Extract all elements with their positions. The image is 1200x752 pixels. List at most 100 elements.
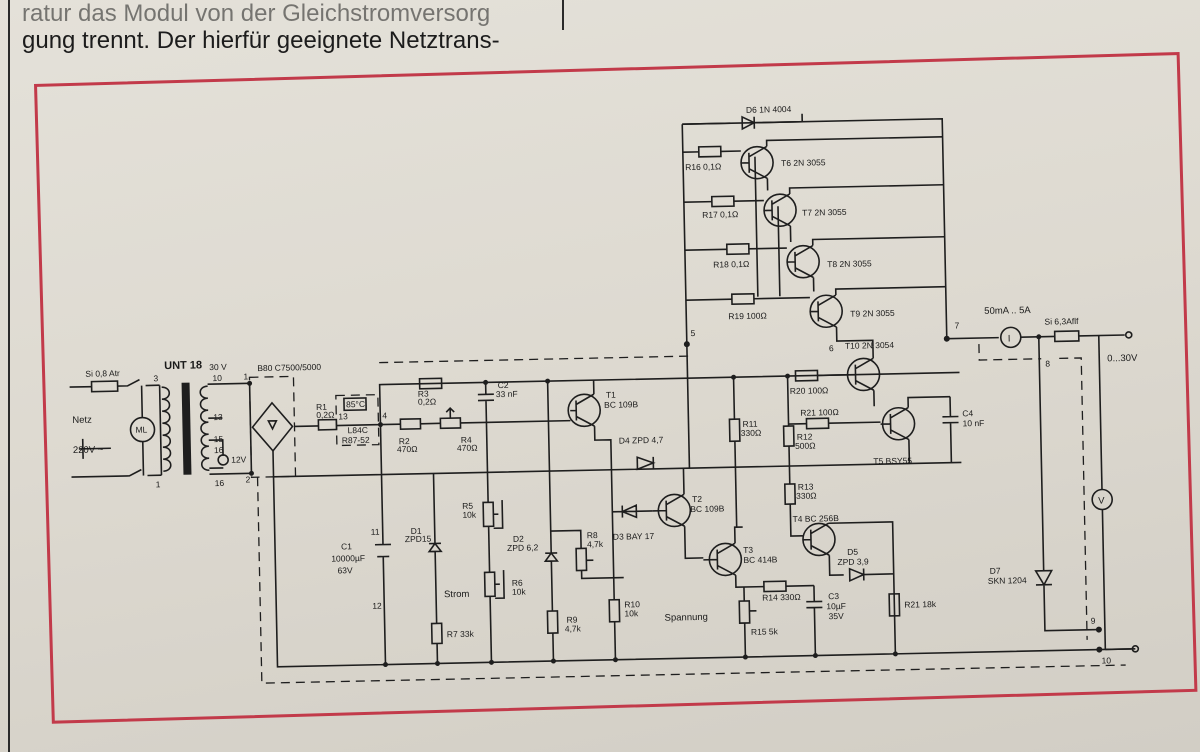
pin-10: 10 xyxy=(212,373,222,383)
node-9: 9 xyxy=(1091,616,1096,626)
thermal-name: L84C xyxy=(347,425,368,435)
t5-label: T5 BSY55 xyxy=(873,455,912,466)
r9-body xyxy=(546,610,559,634)
r4-label: R4 xyxy=(461,435,472,445)
t2-label: T2 xyxy=(692,494,702,504)
junctions xyxy=(247,334,1042,668)
c1-label: C1 xyxy=(341,541,352,551)
mains-fuse xyxy=(90,380,119,393)
r10-body xyxy=(608,598,621,623)
thermal-type: R87-52 xyxy=(342,435,370,446)
rails: R1 0,2Ω 13 xyxy=(256,371,1136,684)
t1-label: T1 xyxy=(606,390,616,400)
transformer-name: UNT 18 xyxy=(164,359,202,372)
motor-label: ML xyxy=(135,424,147,434)
header-text: ratur das Modul von der Gleichstromverso… xyxy=(22,0,582,54)
transformer-sec: 30 V xyxy=(209,362,227,372)
t1-value: BC 109B xyxy=(604,399,639,410)
d5-label: D5 xyxy=(847,547,858,557)
transformer: UNT 18 30 V 12V 10 13 15 16 16 xyxy=(161,359,252,488)
node-2: 2 xyxy=(245,474,250,484)
t6-label: T6 2N 3055 xyxy=(781,157,826,168)
driver-stage: R20 100Ω 6 T10 2N 3054 R21 100Ω T5 BSY55… xyxy=(788,340,984,466)
transistor-t1: T1 BC 109B R10 10k xyxy=(567,380,640,660)
c1-voltage: 63V xyxy=(337,565,353,575)
lamp-symbol xyxy=(217,454,229,466)
r15-body xyxy=(738,600,751,624)
r7-body xyxy=(430,622,443,645)
node-8: 8 xyxy=(1045,359,1050,369)
r19-body xyxy=(730,292,755,306)
r20-label: R20 100Ω xyxy=(790,385,829,396)
pin-15: 15 xyxy=(214,434,224,444)
d7-label: D7 xyxy=(990,566,1001,576)
r12-body xyxy=(782,425,795,447)
r3-value: 0,2Ω xyxy=(418,396,436,406)
r2-value: 470Ω xyxy=(397,444,418,454)
r18-body xyxy=(725,243,750,256)
node-5: 5 xyxy=(691,328,696,338)
d7-value: SKN 1204 xyxy=(988,575,1027,586)
r16-label: R16 0,1Ω xyxy=(685,161,721,172)
pin-16: 16 xyxy=(214,445,224,455)
rectifier-label: B80 C7500/5000 xyxy=(257,362,321,373)
r21b-body xyxy=(888,592,901,617)
r7-label: R7 33k xyxy=(447,629,475,640)
margin-rule-left xyxy=(8,0,10,752)
d3-label: D3 BAY 17 xyxy=(613,531,655,542)
r14-label: R14 330Ω xyxy=(762,592,801,603)
node-7: 7 xyxy=(954,320,959,330)
r5-body xyxy=(482,501,495,528)
t4-label: T4 BC 256B xyxy=(792,513,839,524)
lamp-label: 12V xyxy=(231,454,247,464)
header-line-1: ratur das Modul von der Gleichstromverso… xyxy=(22,0,491,27)
r4-body xyxy=(439,417,462,430)
pin-3: 3 xyxy=(153,373,158,383)
c4-value: 10 nF xyxy=(962,418,984,428)
c2-value: 33 nF xyxy=(496,389,518,399)
d4-label: D4 ZPD 4,7 xyxy=(619,435,664,446)
r19-label: R19 100Ω xyxy=(728,310,767,321)
pin-13: 13 xyxy=(213,412,223,422)
r6-body xyxy=(483,571,496,598)
r2-label: R2 xyxy=(399,436,410,446)
r3-body xyxy=(418,377,443,390)
r2-body xyxy=(399,417,422,430)
thermal-switch: 85°C L84C R87-52 4 xyxy=(335,393,387,447)
pin-1a: 1 xyxy=(156,479,161,489)
r14-body xyxy=(763,580,787,593)
transistor-t3: T3 BC 414B R14 330Ω R15 5k Spannung xyxy=(664,526,814,658)
r10-value: 10k xyxy=(624,608,639,618)
r21b-label: R21 18k xyxy=(904,599,937,610)
current-adjust: R5 10k R6 10k Strom xyxy=(444,422,527,663)
node-6: 6 xyxy=(829,343,834,353)
r15-label: R15 5k xyxy=(751,626,779,637)
c2-label: C2 xyxy=(498,380,509,390)
r6-label: R6 xyxy=(512,578,523,588)
d2-value: ZPD 6,2 xyxy=(507,542,539,553)
r17-label: R17 0,1Ω xyxy=(702,209,738,220)
mains-input: Si 0,8 Atr ML Netz 220V ~ 3 1 xyxy=(69,368,163,489)
mains-fuse-label: Si 0,8 Atr xyxy=(85,368,120,379)
output-terminal-pos[interactable] xyxy=(1124,331,1133,339)
thermal-box xyxy=(343,397,367,412)
output-terminal-neg[interactable] xyxy=(1131,645,1140,653)
d6-label: D6 1N 4004 xyxy=(746,104,792,115)
rectifier-bridge: B80 C7500/5000 1 2 xyxy=(243,362,321,485)
d5-value: ZPD 3,9 xyxy=(837,556,869,567)
spannung-label: Spannung xyxy=(664,612,708,624)
r17-body xyxy=(710,195,735,208)
node-13: 13 xyxy=(338,411,348,421)
header-line-2: gung trennt. Der hierfür geeignete Netzt… xyxy=(22,27,500,54)
current-range: 50mA .. 5A xyxy=(984,305,1031,317)
mains-label: Netz xyxy=(72,415,92,426)
input-network: R3 0,2Ω R2 470Ω R4 470Ω C2 33 nF xyxy=(380,377,571,454)
r5-value: 10k xyxy=(462,510,477,520)
d1-value: ZPD15 xyxy=(405,534,432,545)
c3-value: 10µF xyxy=(826,601,846,611)
power-stage: D6 1N 4004 R16 0,1Ω T6 2N 3055 R17 0,1Ω … xyxy=(379,104,948,469)
reference-section: D2 ZPD 6,2 R9 4,7k R8 4,7k xyxy=(507,381,624,662)
t9-label: T9 2N 3055 xyxy=(850,308,895,319)
ammeter-label: I xyxy=(1008,333,1011,344)
r18-label: R18 0,1Ω xyxy=(713,259,749,270)
